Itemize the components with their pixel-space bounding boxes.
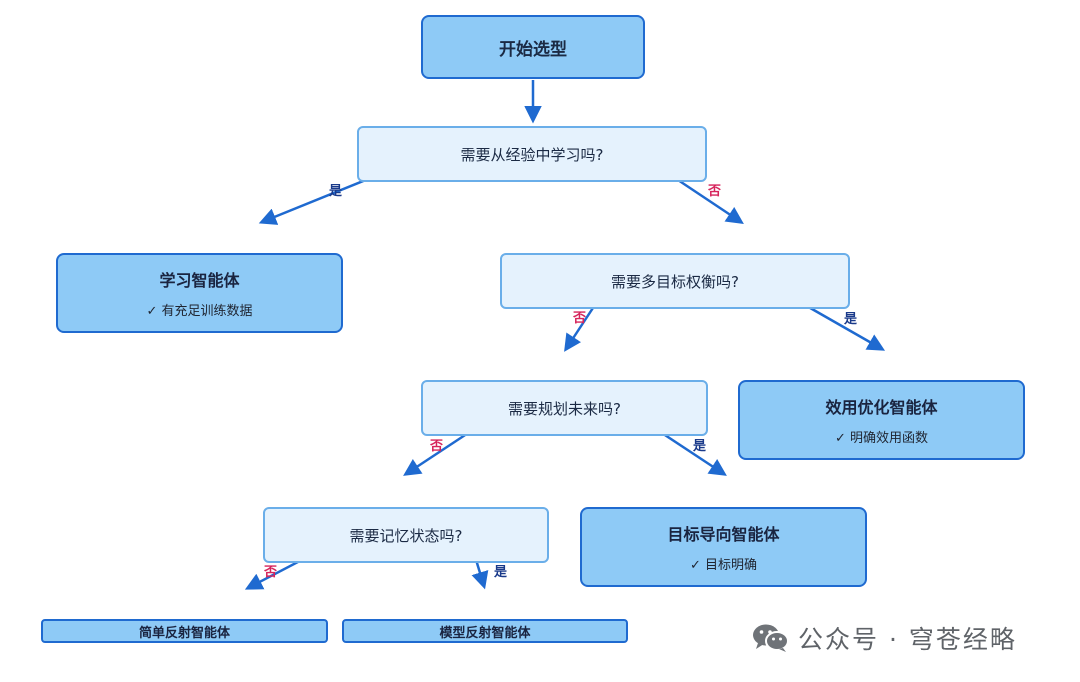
watermark: 公众号 · 穹苍经略 [752, 620, 1017, 656]
decision-multi-label: 需要多目标权衡吗? [611, 272, 739, 291]
learning-agent-note: ✓ 有充足训练数据 [146, 304, 253, 319]
edge-label-plan-yes: 是 [693, 439, 707, 454]
edge-label-learn-no: 否 [708, 184, 722, 199]
learning-agent-title: 学习智能体 [159, 271, 240, 290]
learning-agent-node: 学习智能体 ✓ 有充足训练数据 [56, 253, 343, 333]
wechat-icon [753, 624, 789, 652]
simple-reflex-node: 简单反射智能体 [41, 619, 328, 643]
decision-multi: 需要多目标权衡吗? [500, 253, 850, 309]
edge-label-multi-no: 否 [573, 311, 587, 326]
watermark-text: 公众号 · 穹苍经略 [798, 625, 1017, 654]
utility-agent-node: 效用优化智能体 ✓ 明确效用函数 [738, 380, 1025, 460]
edge-label-learn-yes: 是 [329, 184, 343, 199]
utility-agent-note: ✓ 明确效用函数 [834, 431, 929, 446]
goal-agent-title: 目标导向智能体 [667, 525, 780, 544]
decision-learn-label: 需要从经验中学习吗? [460, 145, 604, 164]
start-label: 开始选型 [499, 39, 567, 60]
utility-agent-title: 效用优化智能体 [825, 398, 938, 417]
edge-label-memory-no: 否 [264, 565, 278, 580]
edge-label-multi-yes: 是 [844, 312, 858, 327]
decision-memory: 需要记忆状态吗? [263, 507, 549, 563]
goal-agent-note: ✓ 目标明确 [689, 558, 758, 573]
decision-plan: 需要规划未来吗? [421, 380, 708, 436]
model-reflex-label: 模型反射智能体 [439, 625, 531, 641]
edge-label-memory-yes: 是 [494, 565, 508, 580]
decision-memory-label: 需要记忆状态吗? [349, 526, 463, 545]
start-node: 开始选型 [421, 15, 645, 79]
decision-plan-label: 需要规划未来吗? [508, 399, 621, 418]
goal-agent-node: 目标导向智能体 ✓ 目标明确 [580, 507, 867, 587]
model-reflex-node: 模型反射智能体 [342, 619, 628, 643]
decision-learn: 需要从经验中学习吗? [357, 126, 707, 182]
simple-reflex-label: 简单反射智能体 [138, 625, 230, 641]
edge-label-plan-no: 否 [430, 439, 444, 454]
